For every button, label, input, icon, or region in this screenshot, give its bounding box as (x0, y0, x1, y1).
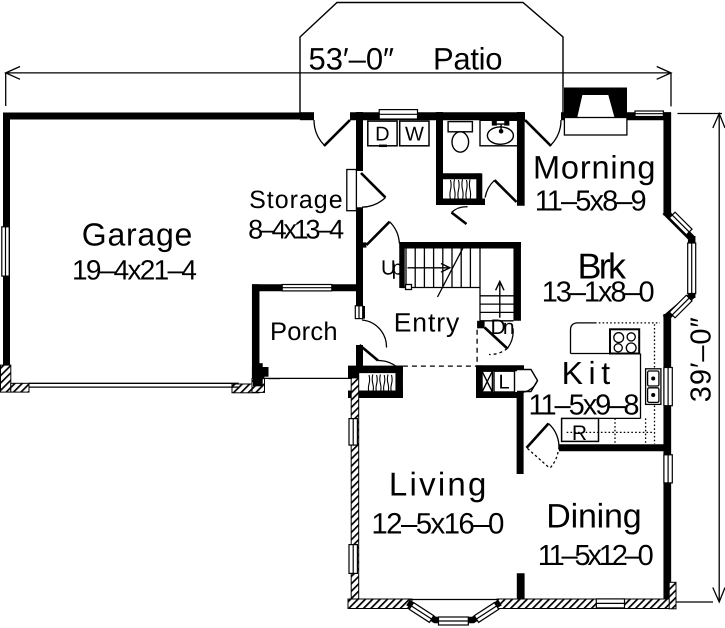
svg-text:13–1x8–0: 13–1x8–0 (542, 277, 656, 309)
svg-text:11–5x12–0: 11–5x12–0 (538, 540, 655, 572)
svg-text:Dn: Dn (491, 316, 515, 339)
svg-text:Up: Up (381, 257, 403, 280)
svg-text:8–4x13–4: 8–4x13–4 (248, 215, 345, 245)
svg-text:11–5x8–9: 11–5x8–9 (535, 186, 648, 218)
svg-text:39′–0″: 39′–0″ (686, 317, 718, 402)
svg-text:R: R (572, 422, 587, 445)
svg-text:Dining: Dining (546, 498, 643, 536)
svg-text:Garage: Garage (82, 217, 194, 253)
svg-text:12–5x16–0: 12–5x16–0 (371, 508, 505, 541)
svg-text:53′–0″: 53′–0″ (309, 42, 396, 77)
svg-text:Brk: Brk (578, 246, 628, 287)
svg-text:Morning: Morning (533, 150, 657, 186)
svg-text:Living: Living (389, 466, 488, 503)
svg-text:Patio: Patio (433, 42, 504, 77)
svg-text:W: W (405, 124, 424, 146)
svg-text:Entry: Entry (394, 308, 461, 338)
svg-text:19–4x21–4: 19–4x21–4 (72, 255, 198, 286)
svg-text:D: D (375, 124, 389, 146)
svg-text:Storage: Storage (249, 186, 344, 214)
svg-text:11–5x9–8: 11–5x9–8 (529, 390, 641, 422)
svg-text:Porch: Porch (270, 318, 339, 346)
svg-text:L: L (498, 372, 509, 394)
